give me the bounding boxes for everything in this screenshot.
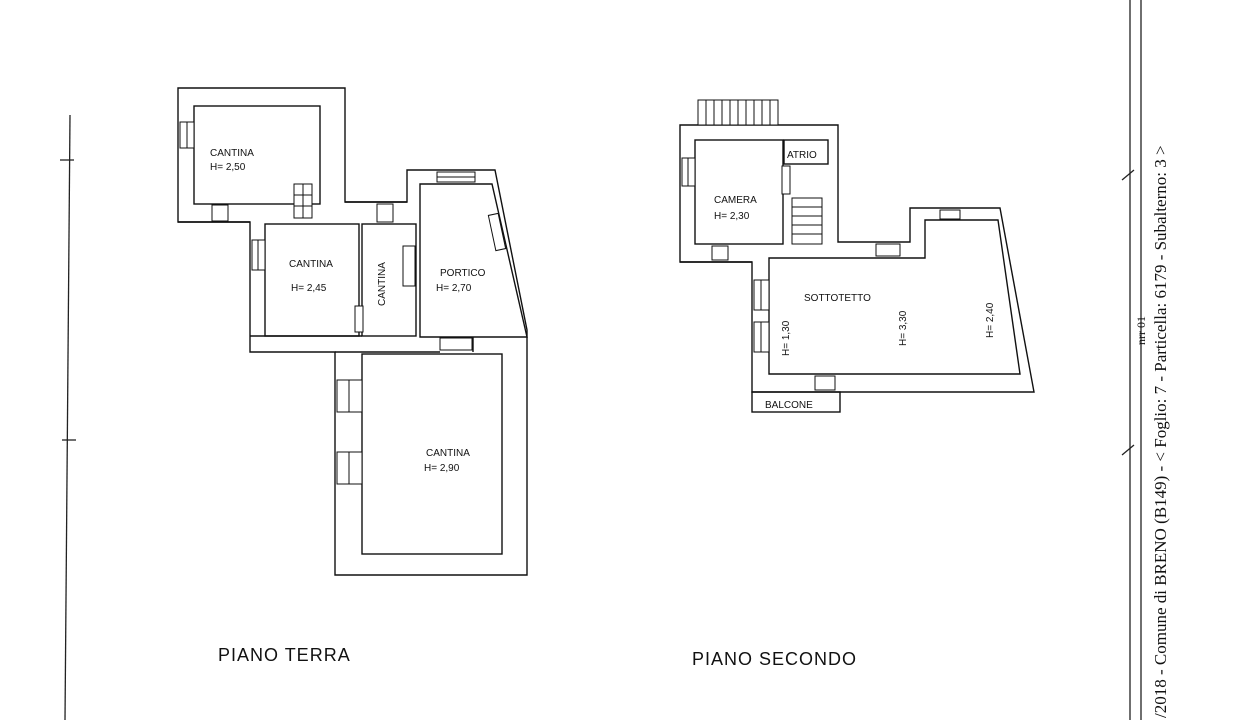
- second-floor-plan: [679, 124, 1035, 413]
- height-mark-2: H= 3,30: [898, 310, 909, 346]
- second-floor-openings: [681, 99, 961, 391]
- height-mark-1: H= 1,30: [781, 320, 792, 356]
- cadastral-reference-text: /2018 - Comune di BRENO (B149) - < Fogli…: [1151, 145, 1170, 718]
- room-height-cantina-1: H= 2,50: [210, 162, 246, 173]
- ground-floor-openings: [179, 121, 507, 485]
- page-border-lines: [60, 0, 1142, 720]
- room-label-portico: PORTICO: [440, 268, 486, 279]
- internal-stairs: [791, 197, 823, 245]
- room-height-cantina-2: H= 2,45: [291, 283, 327, 294]
- second-floor-title: PIANO SECONDO: [692, 649, 857, 669]
- external-stairs: [697, 99, 779, 126]
- room-label-camera: CAMERA: [714, 195, 757, 206]
- room-height-cantina-4: H= 2,90: [424, 463, 460, 474]
- room-label-cantina-1: CANTINA: [210, 148, 254, 159]
- room-height-portico: H= 2,70: [436, 283, 472, 294]
- room-label-cantina-4: CANTINA: [426, 448, 470, 459]
- room-label-atrio: ATRIO: [787, 150, 817, 161]
- room-height-camera: H= 2,30: [714, 211, 750, 222]
- room-label-cantina-3: CANTINA: [377, 262, 388, 306]
- side-stamp: nrr 01: [1134, 316, 1148, 345]
- room-label-sottotetto: SOTTOTETTO: [804, 293, 871, 304]
- ground-floor-title: PIANO TERRA: [218, 645, 351, 665]
- room-label-cantina-2: CANTINA: [289, 259, 333, 270]
- room-label-balcone: BALCONE: [765, 400, 813, 411]
- height-mark-3: H= 2,40: [985, 302, 996, 338]
